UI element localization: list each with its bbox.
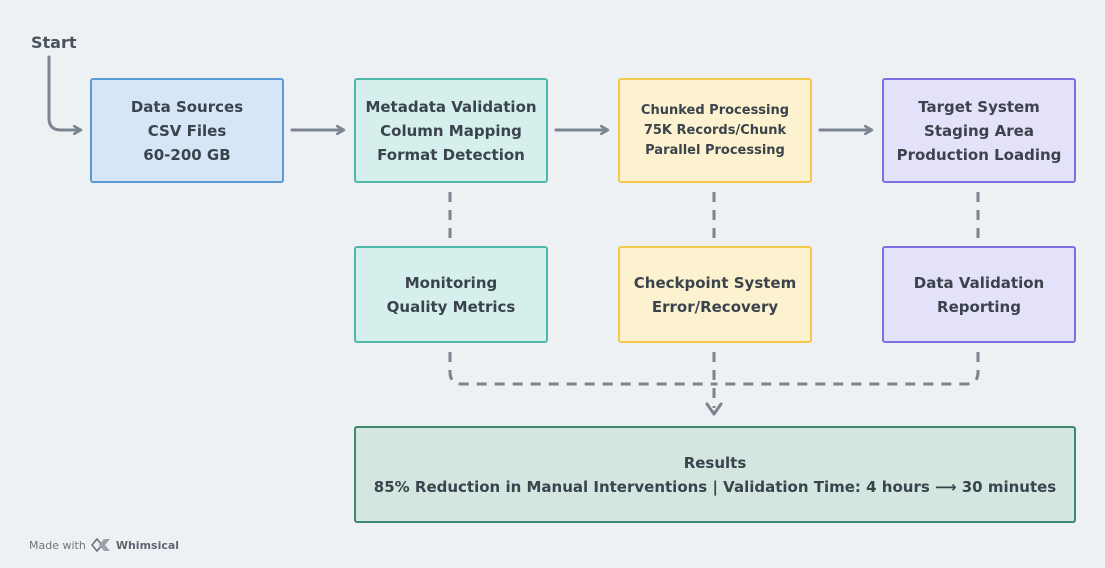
node-line: Format Detection xyxy=(377,145,525,164)
node-line: Error/Recovery xyxy=(651,297,779,316)
node-line: Monitoring xyxy=(404,273,498,292)
metadata-validation-node[interactable]: Metadata Validation Column Mapping Forma… xyxy=(354,78,548,183)
monitoring-node[interactable]: Monitoring Quality Metrics xyxy=(354,246,548,343)
node-line: 85% Reduction in Manual Interventions | … xyxy=(373,477,1057,496)
data-validation-node[interactable]: Data Validation Reporting xyxy=(882,246,1076,343)
node-line: Quality Metrics xyxy=(386,297,516,316)
node-line: Column Mapping xyxy=(380,121,522,140)
start-label: Start xyxy=(31,33,77,52)
made-with-label: Made with xyxy=(29,538,86,552)
results-node[interactable]: Results 85% Reduction in Manual Interven… xyxy=(354,426,1076,523)
node-line: Metadata Validation xyxy=(365,97,537,116)
node-line: Chunked Processing xyxy=(640,102,790,118)
node-line: Production Loading xyxy=(896,145,1062,164)
node-line: 75K Records/Chunk xyxy=(643,122,787,138)
node-line: 60-200 GB xyxy=(143,145,231,164)
node-line: Data Validation xyxy=(913,273,1045,292)
node-line: Parallel Processing xyxy=(645,142,785,158)
results-arrowhead xyxy=(705,402,723,416)
made-with-whimsical[interactable]: Made with Whimsical xyxy=(29,538,179,552)
node-line: Target System xyxy=(918,97,1040,116)
checkpoint-system-node[interactable]: Checkpoint System Error/Recovery xyxy=(618,246,812,343)
node-line: CSV Files xyxy=(147,121,227,140)
node-line: Data Sources xyxy=(130,97,244,116)
node-line: Results xyxy=(683,453,747,472)
node-line: Checkpoint System xyxy=(633,273,797,292)
start-arrow xyxy=(47,55,80,130)
chunked-processing-node[interactable]: Chunked Processing 75K Records/Chunk Par… xyxy=(618,78,812,183)
dashed-monitoring-to-results xyxy=(448,352,714,386)
node-line: Staging Area xyxy=(924,121,1034,140)
whimsical-logo-icon xyxy=(90,538,110,552)
whimsical-brand: Whimsical xyxy=(115,538,180,552)
node-line: Reporting xyxy=(937,297,1021,316)
dashed-validation-to-results xyxy=(714,352,980,386)
data-sources-node[interactable]: Data Sources CSV Files 60-200 GB xyxy=(90,78,284,183)
target-system-node[interactable]: Target System Staging Area Production Lo… xyxy=(882,78,1076,183)
